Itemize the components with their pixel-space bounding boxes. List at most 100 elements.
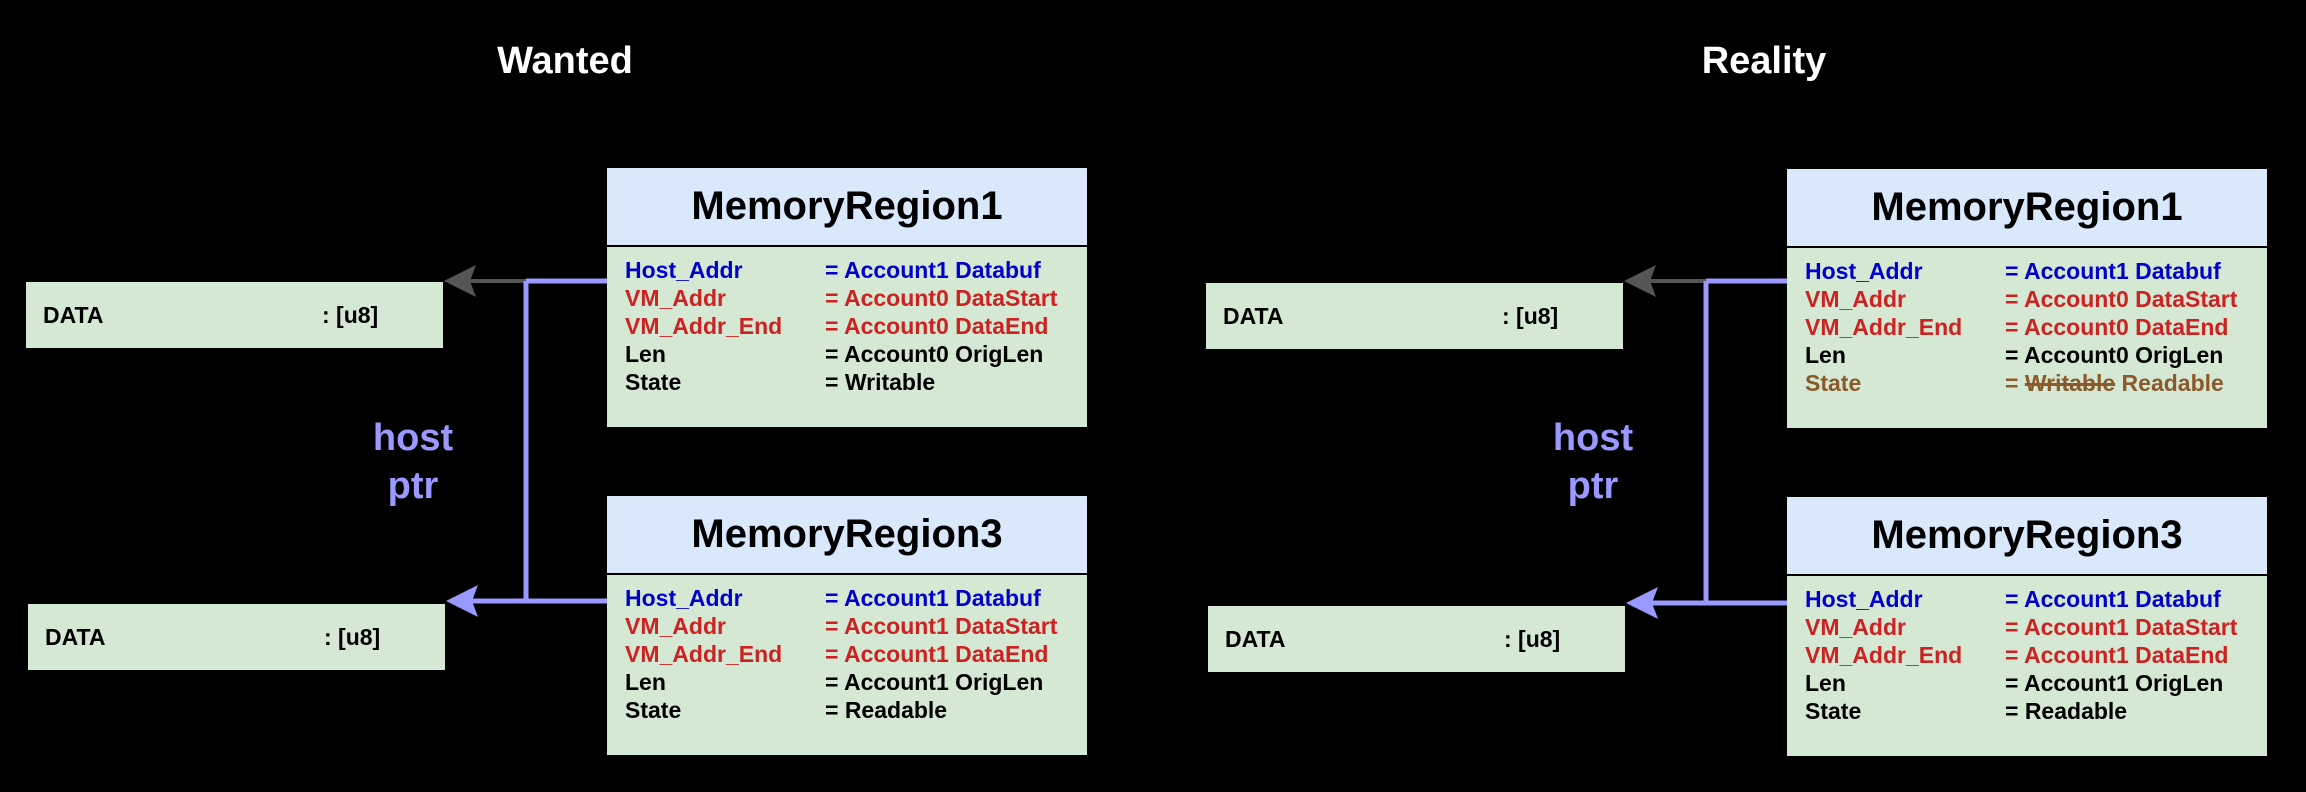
state-new: Readable <box>2121 370 2224 396</box>
host-label-line1: host <box>1552 417 1634 459</box>
wanted-gray-arrowhead <box>444 265 476 297</box>
data-type: : [u8] <box>322 301 379 328</box>
field-key: State <box>625 697 682 723</box>
wanted-pointer-paths <box>444 265 607 617</box>
data-type: : [u8] <box>324 623 381 650</box>
data-type: : [u8] <box>1502 302 1559 329</box>
field-value: = Account0 OrigLen <box>825 341 1044 367</box>
host-label-line1: host <box>372 417 454 459</box>
field-key: VM_Addr_End <box>1805 314 1963 340</box>
field-vm-addr: VM_Addr = Account1 DataStart <box>1805 614 2265 642</box>
field-value: = Account1 OrigLen <box>2005 670 2224 696</box>
field-value: = Account1 DataEnd <box>2005 642 2229 668</box>
wanted-data-box-top: DATA : [u8] <box>26 282 443 348</box>
field-value: = Account0 DataEnd <box>825 313 1049 339</box>
reality-host-ptr-label: host ptr <box>1533 414 1653 510</box>
reality-memory-region-3: MemoryRegion3 Host_Addr = Account1 Datab… <box>1787 497 2267 756</box>
field-key: VM_Addr <box>1805 614 1906 640</box>
wanted-memory-region-1: MemoryRegion1 Host_Addr = Account1 Datab… <box>607 168 1087 427</box>
field-value: = Writable <box>825 369 936 395</box>
wanted-memory-region-3: MemoryRegion3 Host_Addr = Account1 Datab… <box>607 496 1087 755</box>
field-key: VM_Addr_End <box>1805 642 1963 668</box>
reality-pointer-paths <box>1624 265 1787 619</box>
region-fields: Host_Addr = Account1 Databuf VM_Addr = A… <box>607 247 1087 427</box>
field-value: = Account0 OrigLen <box>2005 342 2224 368</box>
field-host-addr: Host_Addr = Account1 Databuf <box>1805 258 2265 286</box>
field-len: Len = Account0 OrigLen <box>1805 342 2265 370</box>
field-key: State <box>625 369 682 395</box>
state-prefix: = <box>2005 370 2019 396</box>
field-key: State <box>1805 698 1862 724</box>
data-label: DATA <box>43 301 104 328</box>
data-label: DATA <box>45 623 106 650</box>
field-len: Len = Account1 OrigLen <box>625 669 1085 697</box>
field-key: Host_Addr <box>625 257 743 283</box>
field-vm-addr-end: VM_Addr_End = Account0 DataEnd <box>1805 314 2265 342</box>
field-key: VM_Addr_End <box>625 313 783 339</box>
region-fields: Host_Addr = Account1 Databuf VM_Addr = A… <box>607 575 1087 755</box>
wanted-host-ptr-label: host ptr <box>353 414 473 510</box>
field-value: = Readable <box>2005 698 2128 724</box>
field-value: = Account1 Databuf <box>2005 258 2221 284</box>
field-vm-addr: VM_Addr = Account0 DataStart <box>1805 286 2265 314</box>
wanted-data-box-bottom: DATA : [u8] <box>28 604 445 670</box>
field-key: Len <box>1805 670 1846 696</box>
field-vm-addr: VM_Addr = Account1 DataStart <box>625 613 1085 641</box>
field-value: = Account0 DataEnd <box>2005 314 2229 340</box>
field-vm-addr-end: VM_Addr_End = Account0 DataEnd <box>625 313 1085 341</box>
field-key: Len <box>625 669 666 695</box>
host-label-line2: ptr <box>387 465 439 507</box>
field-value: = Account0 DataStart <box>2005 286 2238 312</box>
field-value-changed: = Writable Readable <box>2005 370 2224 397</box>
field-state: State = Writable <box>625 369 1085 397</box>
reality-memory-region-1: MemoryRegion1 Host_Addr = Account1 Datab… <box>1787 169 2267 428</box>
field-key: State <box>1805 370 1862 396</box>
field-key: Host_Addr <box>1805 258 1923 284</box>
reality-data-box-top: DATA : [u8] <box>1206 283 1623 349</box>
region-fields: Host_Addr = Account1 Databuf VM_Addr = A… <box>1787 248 2267 428</box>
field-value: = Account1 DataStart <box>2005 614 2238 640</box>
field-key: Host_Addr <box>1805 586 1923 612</box>
field-state: State = Writable Readable <box>1805 370 2265 398</box>
host-label-line2: ptr <box>1567 465 1619 507</box>
region-title: MemoryRegion3 <box>607 496 1087 575</box>
field-key: Len <box>625 341 666 367</box>
region-title: MemoryRegion1 <box>607 168 1087 247</box>
field-value: = Account1 OrigLen <box>825 669 1044 695</box>
field-host-addr: Host_Addr = Account1 Databuf <box>625 585 1085 613</box>
field-len: Len = Account1 OrigLen <box>1805 670 2265 698</box>
field-key: VM_Addr <box>625 613 726 639</box>
region-title: MemoryRegion1 <box>1787 169 2267 248</box>
field-key: VM_Addr_End <box>625 641 783 667</box>
field-host-addr: Host_Addr = Account1 Databuf <box>1805 586 2265 614</box>
data-label: DATA <box>1223 302 1284 329</box>
field-vm-addr: VM_Addr = Account0 DataStart <box>625 285 1085 313</box>
field-key: VM_Addr <box>625 285 726 311</box>
wanted-blue-arrowhead <box>446 585 478 617</box>
reality-data-box-bottom: DATA : [u8] <box>1208 606 1625 672</box>
field-state: State = Readable <box>625 697 1085 725</box>
field-value: = Account1 DataEnd <box>825 641 1049 667</box>
field-key: Len <box>1805 342 1846 368</box>
data-type: : [u8] <box>1504 625 1561 652</box>
field-state: State = Readable <box>1805 698 2265 726</box>
field-vm-addr-end: VM_Addr_End = Account1 DataEnd <box>1805 642 2265 670</box>
field-value: = Account1 DataStart <box>825 613 1058 639</box>
field-key: VM_Addr <box>1805 286 1906 312</box>
title-wanted: Wanted <box>497 40 633 82</box>
field-value: = Account0 DataStart <box>825 285 1058 311</box>
title-reality: Reality <box>1701 40 1827 82</box>
field-value: = Readable <box>825 697 948 723</box>
region-fields: Host_Addr = Account1 Databuf VM_Addr = A… <box>1787 576 2267 756</box>
data-label: DATA <box>1225 625 1286 652</box>
field-key: Host_Addr <box>625 585 743 611</box>
field-value: = Account1 Databuf <box>825 257 1041 283</box>
field-value: = Account1 Databuf <box>2005 586 2221 612</box>
region-title: MemoryRegion3 <box>1787 497 2267 576</box>
field-value: = Account1 Databuf <box>825 585 1041 611</box>
state-struck-old: Writable <box>2024 370 2116 396</box>
field-vm-addr-end: VM_Addr_End = Account1 DataEnd <box>625 641 1085 669</box>
reality-blue-arrowhead <box>1626 587 1658 619</box>
field-host-addr: Host_Addr = Account1 Databuf <box>625 257 1085 285</box>
